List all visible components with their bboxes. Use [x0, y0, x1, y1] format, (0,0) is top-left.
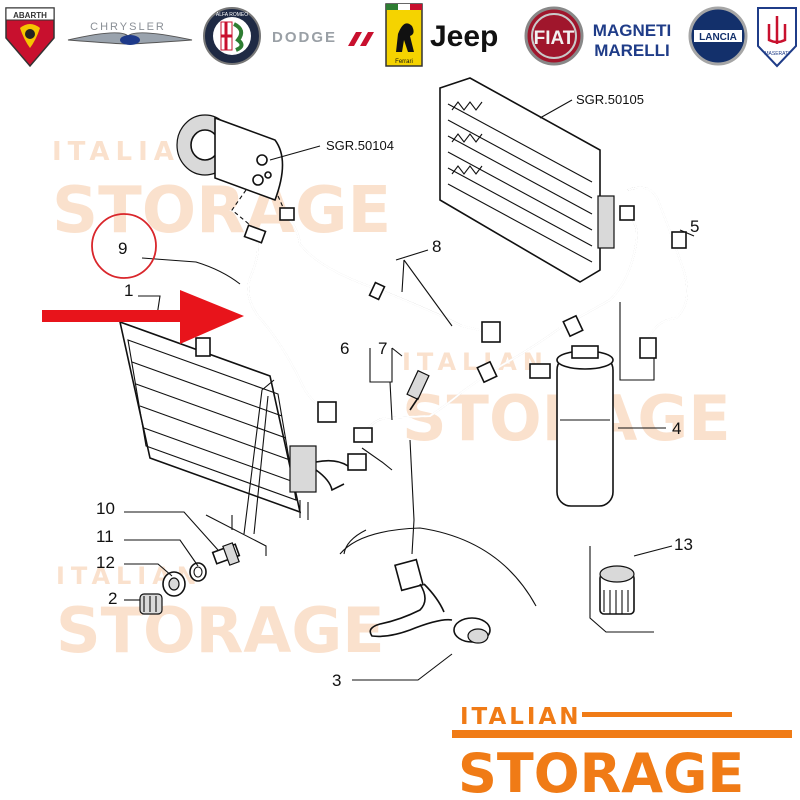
alfa-romeo-logo-icon: ALFA ROMEO [203, 7, 261, 65]
fitting-7 [406, 369, 430, 411]
brand-name: Ferrari [395, 59, 413, 65]
chrysler-logo-icon: CHRYSLER [67, 21, 193, 45]
magneti-marelli-logo-icon: MAGNETI MARELLI [593, 21, 671, 60]
hose-9 [243, 224, 337, 423]
sgr-evaporator-ref: SGR.50105 [576, 92, 644, 107]
valve-2 [139, 593, 163, 615]
sgr-compressor-ref: SGR.50104 [326, 138, 394, 153]
pipe-5 [627, 186, 689, 359]
brand-name: DODGE [272, 29, 337, 46]
watermark-storage: STORAGE [56, 594, 385, 667]
jeep-logo-icon: Jeep [430, 20, 498, 53]
bolt-10 [211, 542, 241, 566]
watermark-storage: STORAGE [52, 174, 391, 248]
brand-name: FIAT [534, 28, 575, 49]
footer-storage: STORAGE [458, 742, 744, 800]
callout-1: 1 [124, 281, 133, 300]
maserati-logo-icon: MASERATI [757, 7, 797, 68]
pipe-6 [353, 205, 638, 443]
lancia-logo-icon: LANCIA [688, 6, 748, 66]
watermark-italian: ITALIAN [402, 348, 549, 376]
red-arrow-icon [42, 290, 244, 344]
leader-lines [124, 229, 695, 681]
brand-name: LANCIA [699, 32, 737, 43]
pipe-condenser-link [315, 453, 367, 492]
callout-11: 11 [96, 527, 114, 546]
cap-13 [599, 565, 635, 615]
brand-name: ABARTH [13, 11, 47, 20]
watermark-top: ITALIAN STORAGE [52, 137, 391, 248]
brand-logo-strip: ABARTH CHRYSLER ALFA ROMEO DODGE [5, 3, 797, 68]
callout-6: 6 [340, 339, 349, 358]
evaporator-unit: SGR.50105 [439, 77, 644, 283]
callout-8: 8 [432, 237, 441, 256]
condenser-unit [118, 320, 317, 520]
highlight-circle [91, 213, 157, 279]
callout-7: 7 [378, 339, 387, 358]
brand-name: CHRYSLER [90, 21, 166, 33]
watermark-bottom: ITALIAN STORAGE [56, 562, 385, 667]
callout-4: 4 [672, 419, 681, 438]
abarth-logo-icon: ABARTH [5, 7, 55, 68]
brand-name: Jeep [430, 20, 498, 53]
callout-labels: 9 1 8 5 6 7 4 10 11 12 2 13 3 [96, 217, 699, 690]
pressure-switch-3 [339, 527, 537, 644]
dodge-logo-icon: DODGE [272, 29, 374, 46]
hose-8 [279, 207, 501, 343]
brand-name: MASERATI [764, 51, 789, 57]
receiver-drier [529, 345, 614, 507]
compressor-unit: SGR.50104 [176, 114, 394, 231]
brand-name: MARELLI [594, 41, 670, 60]
callout-13: 13 [674, 535, 693, 554]
brand-name: ALFA ROMEO [216, 12, 248, 18]
brand-name: MAGNETI [593, 21, 671, 40]
callout-5: 5 [690, 217, 699, 236]
callout-3: 3 [332, 671, 341, 690]
callout-9: 9 [118, 239, 127, 258]
fiat-logo-icon: FIAT [524, 6, 584, 66]
footer-italian: ITALIAN [460, 704, 582, 730]
washer-11 [189, 562, 207, 582]
italian-storage-logo: ITALIAN STORAGE [452, 704, 792, 800]
ferrari-logo-icon: Ferrari [385, 3, 423, 67]
callout-10: 10 [96, 499, 115, 518]
callout-12: 12 [96, 553, 115, 572]
washer-12 [162, 571, 186, 597]
callout-2: 2 [108, 589, 117, 608]
